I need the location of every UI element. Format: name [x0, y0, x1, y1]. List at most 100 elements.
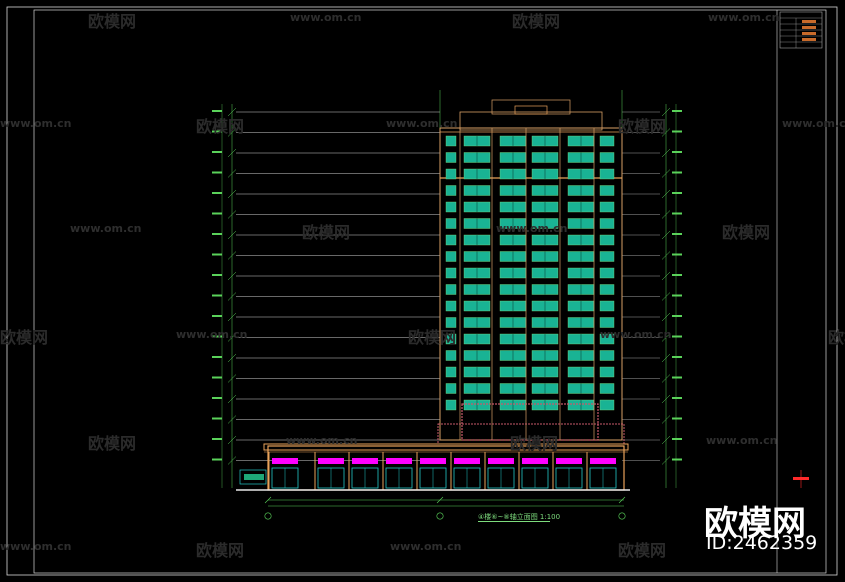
brand-id: ID:2462359 — [706, 532, 818, 554]
bottom-dimension-tick — [436, 496, 444, 504]
level-tag — [212, 274, 222, 276]
level-tag — [212, 130, 222, 133]
watermark-url: www.om.cn — [70, 222, 142, 235]
dimension-tick — [227, 107, 237, 117]
axis-bubble — [264, 512, 272, 520]
watermark-brand: 欧模网 — [88, 12, 137, 31]
watermark-url: www.om.cn — [496, 222, 568, 235]
podium-sign-band — [352, 458, 378, 464]
podium-sign-band — [522, 458, 548, 464]
dimension-tick — [661, 189, 671, 199]
watermark-brand: 欧模网 — [510, 434, 559, 453]
level-tag — [672, 212, 682, 215]
level-tag — [212, 376, 222, 379]
dimension-tick — [227, 210, 237, 219]
side-entrance — [239, 469, 267, 485]
level-tag — [672, 397, 682, 399]
window — [445, 251, 457, 262]
level-tag — [212, 335, 222, 338]
dimension-tick — [661, 169, 671, 178]
dimension-tick — [227, 189, 237, 199]
watermark-url: www.om.cn — [286, 434, 358, 447]
watermark-brand: 欧模网 — [302, 223, 351, 242]
drawing-caption: ④楼⑥~⑧轴立面图 1:100 — [478, 513, 561, 521]
dimension-tick — [227, 271, 237, 281]
dimension-tick — [661, 312, 671, 322]
window — [445, 350, 457, 361]
window — [599, 218, 615, 229]
window — [445, 366, 457, 378]
brand-logo-text: 欧模网 — [704, 504, 806, 544]
outer-frame — [6, 6, 838, 576]
window — [599, 300, 615, 312]
window — [599, 185, 615, 196]
dimension-tick — [227, 312, 237, 322]
dimension-tick — [661, 107, 671, 117]
watermark-url: www.om.cn — [708, 11, 780, 24]
dimension-tick — [227, 128, 237, 137]
level-tag — [672, 151, 682, 153]
dimension-tick — [661, 128, 671, 137]
level-tag — [672, 356, 682, 358]
side-entrance-fill — [244, 474, 264, 480]
podium-sign-band — [420, 458, 446, 464]
watermark-url: www.om.cn — [0, 540, 72, 553]
window — [445, 135, 457, 147]
level-tag — [672, 192, 682, 194]
watermark-brand: 欧模网 — [722, 223, 771, 242]
level-tag — [212, 151, 222, 153]
dimension-tick — [227, 292, 237, 301]
window — [445, 284, 457, 295]
title-block-entry — [802, 32, 816, 35]
level-tag — [672, 233, 682, 235]
title-block-entry — [802, 38, 816, 41]
dimension-tick — [227, 415, 237, 424]
podium-sign-band — [318, 458, 344, 464]
podium-sign-band — [590, 458, 616, 464]
dimension-tick — [661, 210, 671, 219]
watermark-url: www.om.cn — [290, 11, 362, 24]
watermark-brand: 欧模网 — [196, 117, 245, 136]
level-tag — [672, 315, 682, 317]
watermark-url: www.om.cn — [0, 117, 72, 130]
dimension-tick — [227, 456, 237, 465]
window — [599, 234, 615, 246]
window — [445, 234, 457, 246]
dimension-tick — [227, 148, 237, 158]
dimension-tick — [661, 292, 671, 301]
level-tag — [672, 253, 682, 256]
tower-base-decoration — [461, 403, 599, 441]
dimension-tick — [227, 251, 237, 260]
window — [599, 284, 615, 295]
window — [599, 317, 615, 328]
watermark-brand: 欧模网 — [196, 541, 245, 560]
dimension-tick — [227, 374, 237, 383]
window — [599, 251, 615, 262]
watermark-brand: 欧模网 — [618, 117, 667, 136]
title-block-entry — [802, 26, 816, 29]
watermark-url: www.om.cn — [176, 328, 248, 341]
level-tag — [672, 458, 682, 461]
window — [445, 201, 457, 213]
podium-sign-band — [386, 458, 412, 464]
window — [445, 152, 457, 163]
level-tag — [212, 233, 222, 235]
watermark-url: www.om.cn — [600, 328, 672, 341]
window — [445, 185, 457, 196]
level-tag — [672, 294, 682, 297]
level-tag — [212, 171, 222, 174]
level-tag — [672, 438, 682, 440]
level-tag — [212, 438, 222, 440]
window — [445, 333, 457, 345]
level-tag — [672, 376, 682, 379]
level-tag — [672, 130, 682, 133]
window — [445, 317, 457, 328]
window — [599, 333, 615, 345]
window — [599, 267, 615, 279]
dimension-tick — [661, 394, 671, 404]
podium-cornice — [263, 443, 629, 451]
dimension-tick — [227, 394, 237, 404]
dimension-tick — [661, 148, 671, 158]
window — [599, 383, 615, 394]
watermark-url: www.om.cn — [782, 117, 845, 130]
